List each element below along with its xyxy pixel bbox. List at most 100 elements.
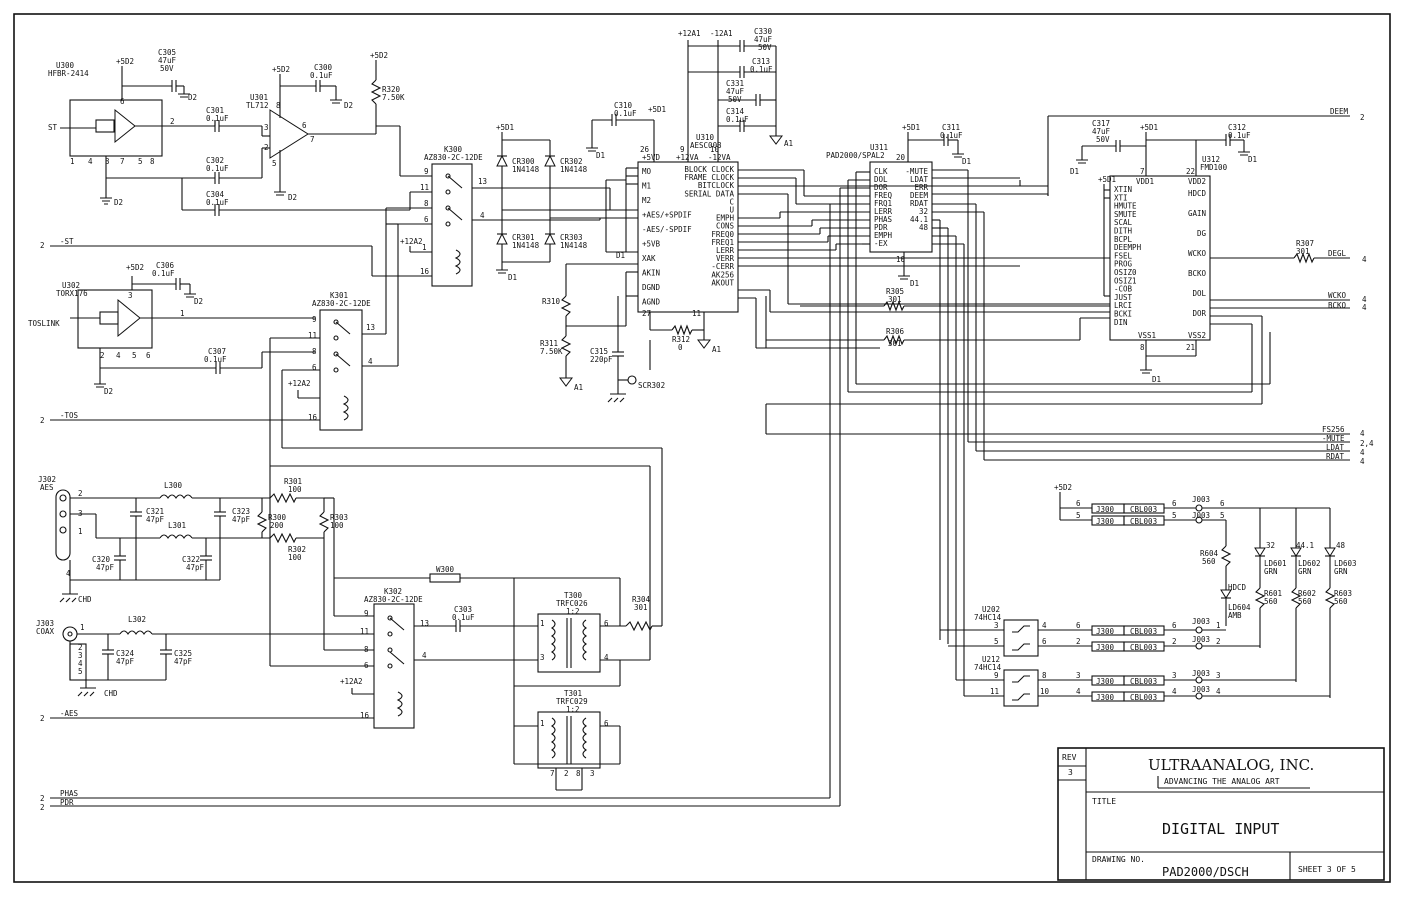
pin-label: XTI [1114, 193, 1128, 202]
j303-coax-input: J303 COAX 1 2 3 4 5 CHD L302 C324 47pF C… [36, 615, 374, 698]
svg-text:0.1uF: 0.1uF [206, 164, 229, 173]
inverter-drivers: U202 74HC14 U212 74HC14 3 5 9 11 4 6 8 1… [932, 243, 1330, 707]
svg-text:2: 2 [40, 803, 45, 812]
pin-label: SERIAL DATA [684, 189, 734, 198]
right-outputs: DEEM 2 R307 301 DEGL 4 WCKO BCKO 4 4 FS2… [765, 107, 1374, 466]
pin-label: SCAL [1114, 218, 1133, 227]
svg-text:4: 4 [116, 351, 121, 360]
svg-text:C305: C305 [158, 48, 176, 57]
svg-text:C322: C322 [182, 555, 200, 564]
svg-text:+5D1: +5D1 [496, 123, 514, 132]
svg-text:J003: J003 [1192, 511, 1210, 520]
pin-label: -CERR [711, 262, 734, 271]
svg-text:D1: D1 [1070, 167, 1079, 176]
svg-text:L300: L300 [164, 481, 183, 490]
pin-label: WCKO [1188, 249, 1207, 258]
svg-text:+5D2: +5D2 [370, 51, 388, 60]
svg-text:50V: 50V [160, 64, 174, 73]
title-block: REV 3 ULTRAANALOG, INC. ADVANCING THE AN… [1057, 747, 1385, 881]
svg-text:CHD: CHD [78, 595, 92, 604]
svg-text:CBL003: CBL003 [1130, 505, 1157, 514]
svg-text:0.1uF: 0.1uF [614, 109, 637, 118]
svg-text:1N4148: 1N4148 [560, 165, 588, 174]
svg-text:4: 4 [1362, 303, 1367, 312]
svg-text:A1: A1 [712, 345, 721, 354]
svg-text:-AES: -AES [60, 709, 79, 718]
svg-text:10: 10 [710, 145, 720, 154]
svg-text:2: 2 [170, 117, 175, 126]
svg-text:K302: K302 [384, 587, 402, 596]
svg-text:11: 11 [990, 687, 999, 696]
pin-label: DOL [1192, 289, 1206, 298]
svg-text:R601: R601 [1264, 589, 1282, 598]
k301-relay: K301 AZ830-2C-12DE 9 11 8 6 13 4 +12A2 1… [40, 208, 399, 466]
svg-text:2: 2 [40, 714, 45, 723]
svg-text:44.1: 44.1 [1296, 541, 1314, 550]
svg-text:D2: D2 [344, 101, 353, 110]
svg-text:D1: D1 [962, 157, 971, 166]
pin-label: -AES/-SPDIF [642, 225, 692, 234]
svg-text:C313: C313 [752, 57, 770, 66]
svg-text:J003: J003 [1192, 669, 1210, 678]
pin-label: BCKI [1114, 310, 1132, 319]
svg-text:0.1uF: 0.1uF [206, 198, 229, 207]
pin-label: -MUTE [905, 167, 928, 176]
svg-text:8: 8 [150, 157, 155, 166]
svg-text:4: 4 [1360, 429, 1365, 438]
svg-text:7: 7 [1140, 167, 1145, 176]
svg-text:1: 1 [540, 619, 545, 628]
svg-text:A1: A1 [784, 139, 793, 148]
svg-text:AZ830-2C-12DE: AZ830-2C-12DE [312, 299, 371, 308]
svg-text:301: 301 [1296, 247, 1310, 256]
svg-text:6: 6 [1172, 499, 1177, 508]
svg-text:C314: C314 [726, 107, 745, 116]
svg-text:3: 3 [994, 621, 999, 630]
svg-text:-12VA: -12VA [708, 153, 731, 162]
pin-label: JUST [1114, 293, 1133, 302]
svg-text:3: 3 [105, 157, 110, 166]
svg-text:47pF: 47pF [96, 563, 115, 572]
svg-text:50V: 50V [758, 43, 772, 52]
svg-text:8: 8 [276, 101, 281, 110]
svg-text:3: 3 [590, 769, 595, 778]
svg-text:-TOS: -TOS [60, 411, 79, 420]
pin-label: RDAT [910, 199, 929, 208]
svg-text:CBL003: CBL003 [1130, 643, 1157, 652]
svg-text:8: 8 [1042, 671, 1047, 680]
pin-label: M1 [642, 182, 651, 191]
pin-label: CONS [716, 222, 735, 231]
pin-label: DOR [1192, 309, 1206, 318]
svg-text:0.1uF: 0.1uF [1228, 131, 1251, 140]
svg-text:1: 1 [70, 157, 75, 166]
svg-text:4: 4 [1362, 295, 1367, 304]
svg-text:9: 9 [312, 315, 317, 324]
svg-text:GRN: GRN [1298, 567, 1312, 576]
svg-text:CR303: CR303 [560, 233, 583, 242]
svg-text:T300: T300 [564, 591, 583, 600]
svg-text:VSS1: VSS1 [1138, 331, 1156, 340]
svg-text:CBL003: CBL003 [1130, 677, 1157, 686]
svg-text:U301: U301 [250, 93, 268, 102]
svg-text:4: 4 [1042, 621, 1047, 630]
svg-text:220pF: 220pF [590, 355, 613, 364]
svg-text:2: 2 [1076, 637, 1081, 646]
svg-text:13: 13 [478, 177, 487, 186]
svg-text:AES: AES [40, 483, 54, 492]
svg-text:C310: C310 [614, 101, 633, 110]
svg-text:47pF: 47pF [116, 657, 135, 666]
pin-label: BITCLOCK [698, 181, 735, 190]
svg-text:0.1uF: 0.1uF [452, 613, 475, 622]
svg-text:C307: C307 [208, 347, 226, 356]
svg-text:C324: C324 [116, 649, 135, 658]
svg-text:6: 6 [604, 619, 609, 628]
svg-text:PDR: PDR [60, 798, 74, 807]
pin-label: CLK [874, 167, 888, 176]
svg-text:WCKO: WCKO [1328, 291, 1347, 300]
svg-text:PAD2000/SPAL2: PAD2000/SPAL2 [826, 151, 885, 160]
svg-text:J300: J300 [1096, 517, 1115, 526]
pin-label: PHAS [874, 215, 893, 224]
pin-label: U [729, 206, 734, 215]
svg-text:0.1uF: 0.1uF [726, 115, 749, 124]
